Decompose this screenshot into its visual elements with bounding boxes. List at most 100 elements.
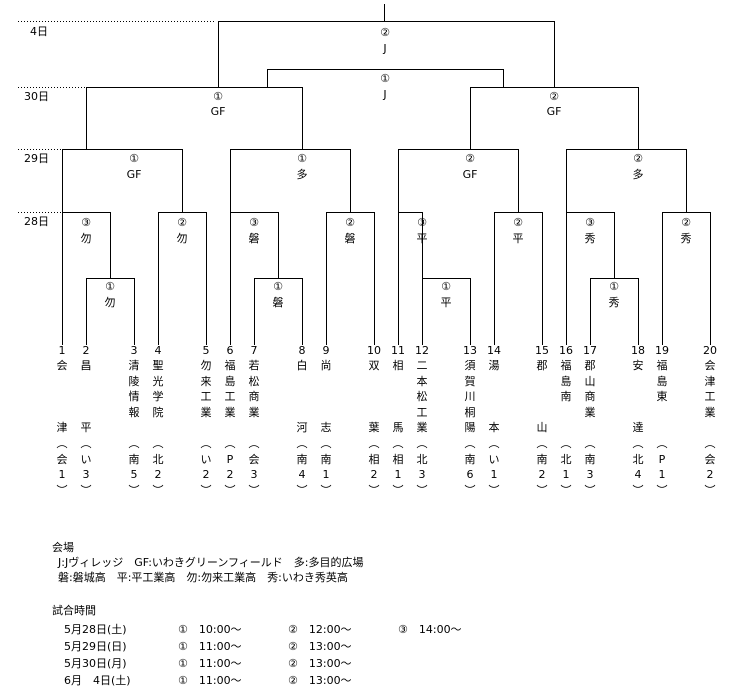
team-seed-char: ︵ bbox=[200, 437, 212, 451]
semi-1-slot: ① bbox=[213, 90, 223, 103]
team-number: 10 bbox=[367, 344, 381, 357]
team-seed-char: P bbox=[226, 452, 234, 466]
team-seed-char: 北 bbox=[632, 452, 644, 466]
team-seed-char: ︵ bbox=[704, 437, 716, 451]
team-name-char: 南 bbox=[560, 390, 572, 404]
team-name: 福島東 bbox=[654, 358, 670, 436]
team-seed-char: ︵ bbox=[224, 437, 236, 451]
team-seed-char: い bbox=[488, 452, 500, 466]
team-name-tail: 志 bbox=[318, 420, 334, 436]
team-name-char: 福 bbox=[560, 359, 572, 373]
team-name: 清陵情報 bbox=[126, 358, 142, 436]
quarter-2-slot: ① bbox=[297, 152, 307, 165]
round1-1-slot: ① bbox=[105, 280, 115, 293]
team-name-char: 会 bbox=[704, 359, 716, 373]
team-seed-char: ︶ bbox=[152, 483, 164, 497]
team-number: 17 bbox=[583, 344, 597, 357]
round2-6-lines bbox=[494, 212, 543, 345]
team-seed-char: ︵ bbox=[80, 437, 92, 451]
team-name-char: 業 bbox=[200, 405, 212, 419]
team-name-char: 馬 bbox=[392, 421, 404, 435]
team-name-char: 福 bbox=[656, 359, 668, 373]
team-seed-char: 1 bbox=[394, 468, 402, 482]
quarter-1-venue: GF bbox=[127, 168, 142, 181]
final-lines bbox=[218, 4, 555, 87]
team-name: 会 bbox=[54, 358, 70, 420]
team-name-tail: 平 bbox=[78, 420, 94, 436]
quarter-4-lines bbox=[566, 149, 687, 212]
team-name: 双 bbox=[366, 358, 382, 420]
team-number: 1 bbox=[58, 344, 66, 357]
quarter-3-lines bbox=[398, 149, 519, 212]
team-name-char: 情 bbox=[128, 390, 140, 404]
team-seed-char: ︶ bbox=[392, 483, 404, 497]
team-seed-char: ︶ bbox=[80, 483, 92, 497]
team-name-tail: 本 bbox=[486, 420, 502, 436]
team-number: 20 bbox=[703, 344, 717, 357]
team-name-char: 昌 bbox=[80, 359, 92, 373]
team-name-char: 達 bbox=[632, 421, 644, 435]
team-seed-char: 南 bbox=[584, 452, 596, 466]
team-seed-char: 相 bbox=[392, 452, 404, 466]
round2-7-lines bbox=[566, 212, 615, 345]
team-seed-char: 1 bbox=[58, 468, 66, 482]
team-name-char: 会 bbox=[56, 359, 68, 373]
team-name-char: 白 bbox=[296, 359, 308, 373]
round2-4-slot: ② bbox=[345, 216, 355, 229]
date-guides bbox=[18, 21, 215, 213]
team-seed-char: ︵ bbox=[560, 437, 572, 451]
semi-1-lines bbox=[86, 87, 303, 149]
team-seed-char: 2 bbox=[706, 468, 714, 482]
round2-6-slot: ② bbox=[513, 216, 523, 229]
team-number: 19 bbox=[655, 344, 669, 357]
team-name-char: 福 bbox=[224, 359, 236, 373]
team-number: 3 bbox=[130, 344, 138, 357]
team-number: 18 bbox=[631, 344, 645, 357]
team-name: 勿来工業 bbox=[198, 358, 214, 436]
team-name: 福島工業 bbox=[222, 358, 238, 436]
team-seed-char: ︶ bbox=[488, 483, 500, 497]
semi-1-venue: GF bbox=[211, 105, 226, 118]
team-seed-char: 南 bbox=[320, 452, 332, 466]
team-seed-char: ︶ bbox=[296, 483, 308, 497]
team-name-char: 業 bbox=[248, 405, 260, 419]
schedule-time: ① 10:00～ bbox=[178, 623, 242, 636]
third-place-venue: J bbox=[382, 88, 386, 101]
team-name: 相 bbox=[390, 358, 406, 420]
team-name-char: 業 bbox=[416, 421, 428, 435]
schedule-title: 試合時間 bbox=[52, 604, 96, 617]
team-name-char: 勿 bbox=[200, 359, 212, 373]
team-name-tail: 馬 bbox=[390, 420, 406, 436]
team-seed-char: 北 bbox=[152, 452, 164, 466]
round2-7-venue: 秀 bbox=[585, 232, 596, 245]
date-label-28: 28日 bbox=[24, 215, 49, 228]
venue-legend-line-1: J:Jヴィレッジ GF:いわきグリーンフィールド 多:多目的広場 bbox=[58, 556, 364, 569]
team-seed-char: ︶ bbox=[536, 483, 548, 497]
quarter-1-lines bbox=[62, 149, 183, 212]
team-number: 5 bbox=[202, 344, 210, 357]
team-seed-char: ︶ bbox=[584, 483, 596, 497]
round1-4-venue: 秀 bbox=[609, 296, 620, 309]
team-seed-char: 北 bbox=[560, 452, 572, 466]
team-seed-char: い bbox=[200, 452, 212, 466]
team-seed-char: ︶ bbox=[560, 483, 572, 497]
team-seed-char: 南 bbox=[296, 452, 308, 466]
team-name-char: 相 bbox=[392, 359, 404, 373]
team-seed-char: ︵ bbox=[488, 437, 500, 451]
round1-2-slot: ① bbox=[273, 280, 283, 293]
team-name: 会津工業 bbox=[702, 358, 718, 436]
team-name-tail: 津 bbox=[54, 420, 70, 436]
team-name-char: 業 bbox=[584, 405, 596, 419]
